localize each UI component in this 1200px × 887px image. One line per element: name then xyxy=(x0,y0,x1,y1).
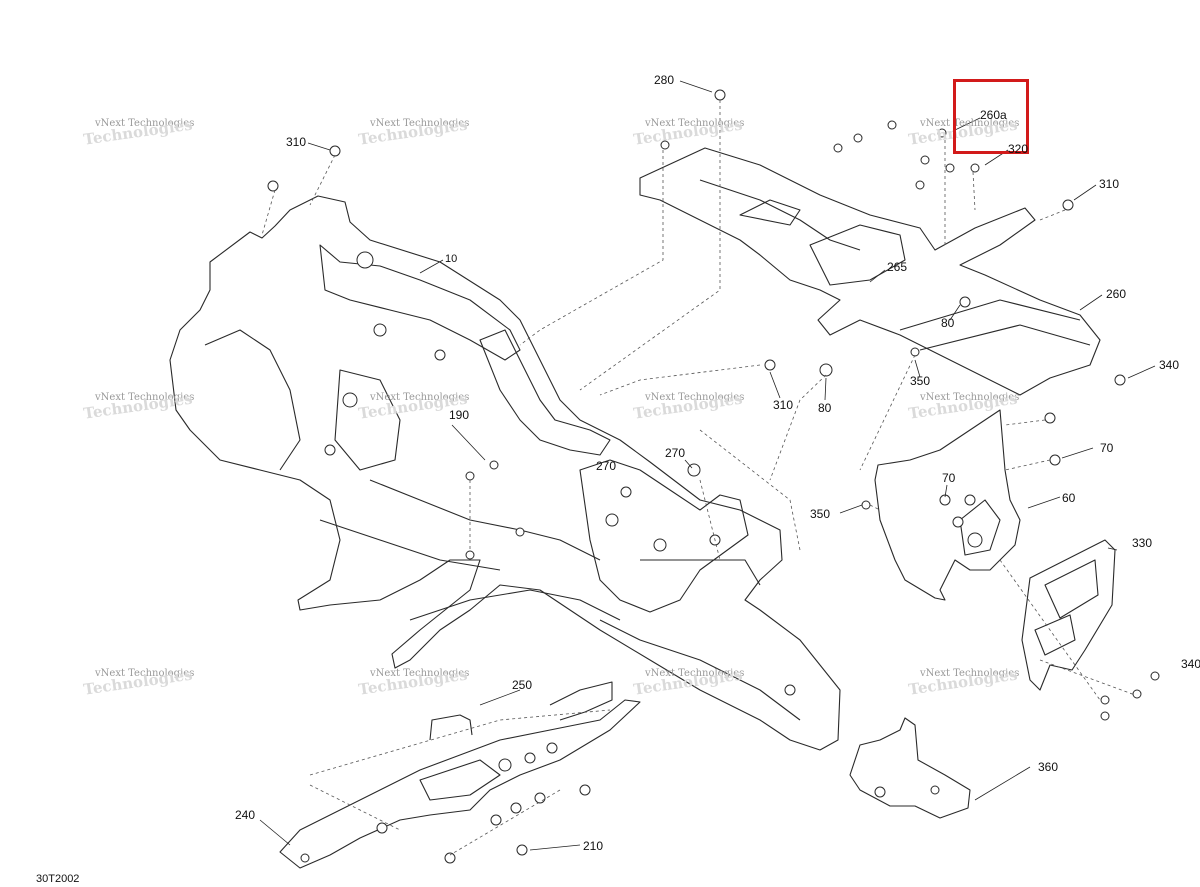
callout-350-upper[interactable]: 350 xyxy=(910,374,931,388)
callout-360[interactable]: 360 xyxy=(1038,760,1059,774)
highlight-box xyxy=(953,79,1029,154)
assembly-lines xyxy=(261,100,1136,856)
bracket-250-drawing xyxy=(429,681,613,741)
callout-240[interactable]: 240 xyxy=(235,808,256,822)
rear-subframe-drawing xyxy=(639,89,1126,466)
callout-310-mid[interactable]: 310 xyxy=(773,398,794,412)
plate-drawing xyxy=(1021,539,1160,721)
bracket-drawing xyxy=(861,409,1021,601)
lower-arm-drawing xyxy=(279,699,641,869)
callout-320[interactable]: 320 xyxy=(1008,142,1029,156)
callout-10[interactable]: 10 xyxy=(445,253,458,265)
callout-310-top-left[interactable]: 310 xyxy=(286,135,307,149)
callout-80-mid[interactable]: 80 xyxy=(818,401,832,415)
callout-280[interactable]: 280 xyxy=(654,73,675,87)
callout-265[interactable]: 265 xyxy=(887,260,908,274)
callout-260[interactable]: 260 xyxy=(1106,287,1127,301)
callout-70-mid[interactable]: 70 xyxy=(942,471,956,485)
callout-270-left[interactable]: 270 xyxy=(596,459,617,473)
leader-lines xyxy=(259,80,1156,851)
callout-70-upper[interactable]: 70 xyxy=(1100,441,1114,455)
callout-190[interactable]: 190 xyxy=(449,408,470,422)
skid-plate-drawing xyxy=(849,717,971,819)
fastener-nuts-drawing xyxy=(267,145,701,864)
callout-210[interactable]: 210 xyxy=(583,839,604,853)
callout-250[interactable]: 250 xyxy=(512,678,533,692)
callout-260a[interactable]: 260a xyxy=(980,108,1007,122)
diagram-id: 30T2002 xyxy=(36,873,80,885)
callout-270-right[interactable]: 270 xyxy=(665,446,686,460)
callout-80-upper[interactable]: 80 xyxy=(941,316,955,330)
callout-340-upper[interactable]: 340 xyxy=(1159,358,1180,372)
callout-310-top-right[interactable]: 310 xyxy=(1099,177,1120,191)
callout-330[interactable]: 330 xyxy=(1132,536,1153,550)
callout-60[interactable]: 60 xyxy=(1062,491,1076,505)
callout-350-lower[interactable]: 350 xyxy=(810,507,831,521)
callout-340-lower[interactable]: 340 xyxy=(1181,657,1200,671)
main-frame-drawing xyxy=(169,195,841,751)
